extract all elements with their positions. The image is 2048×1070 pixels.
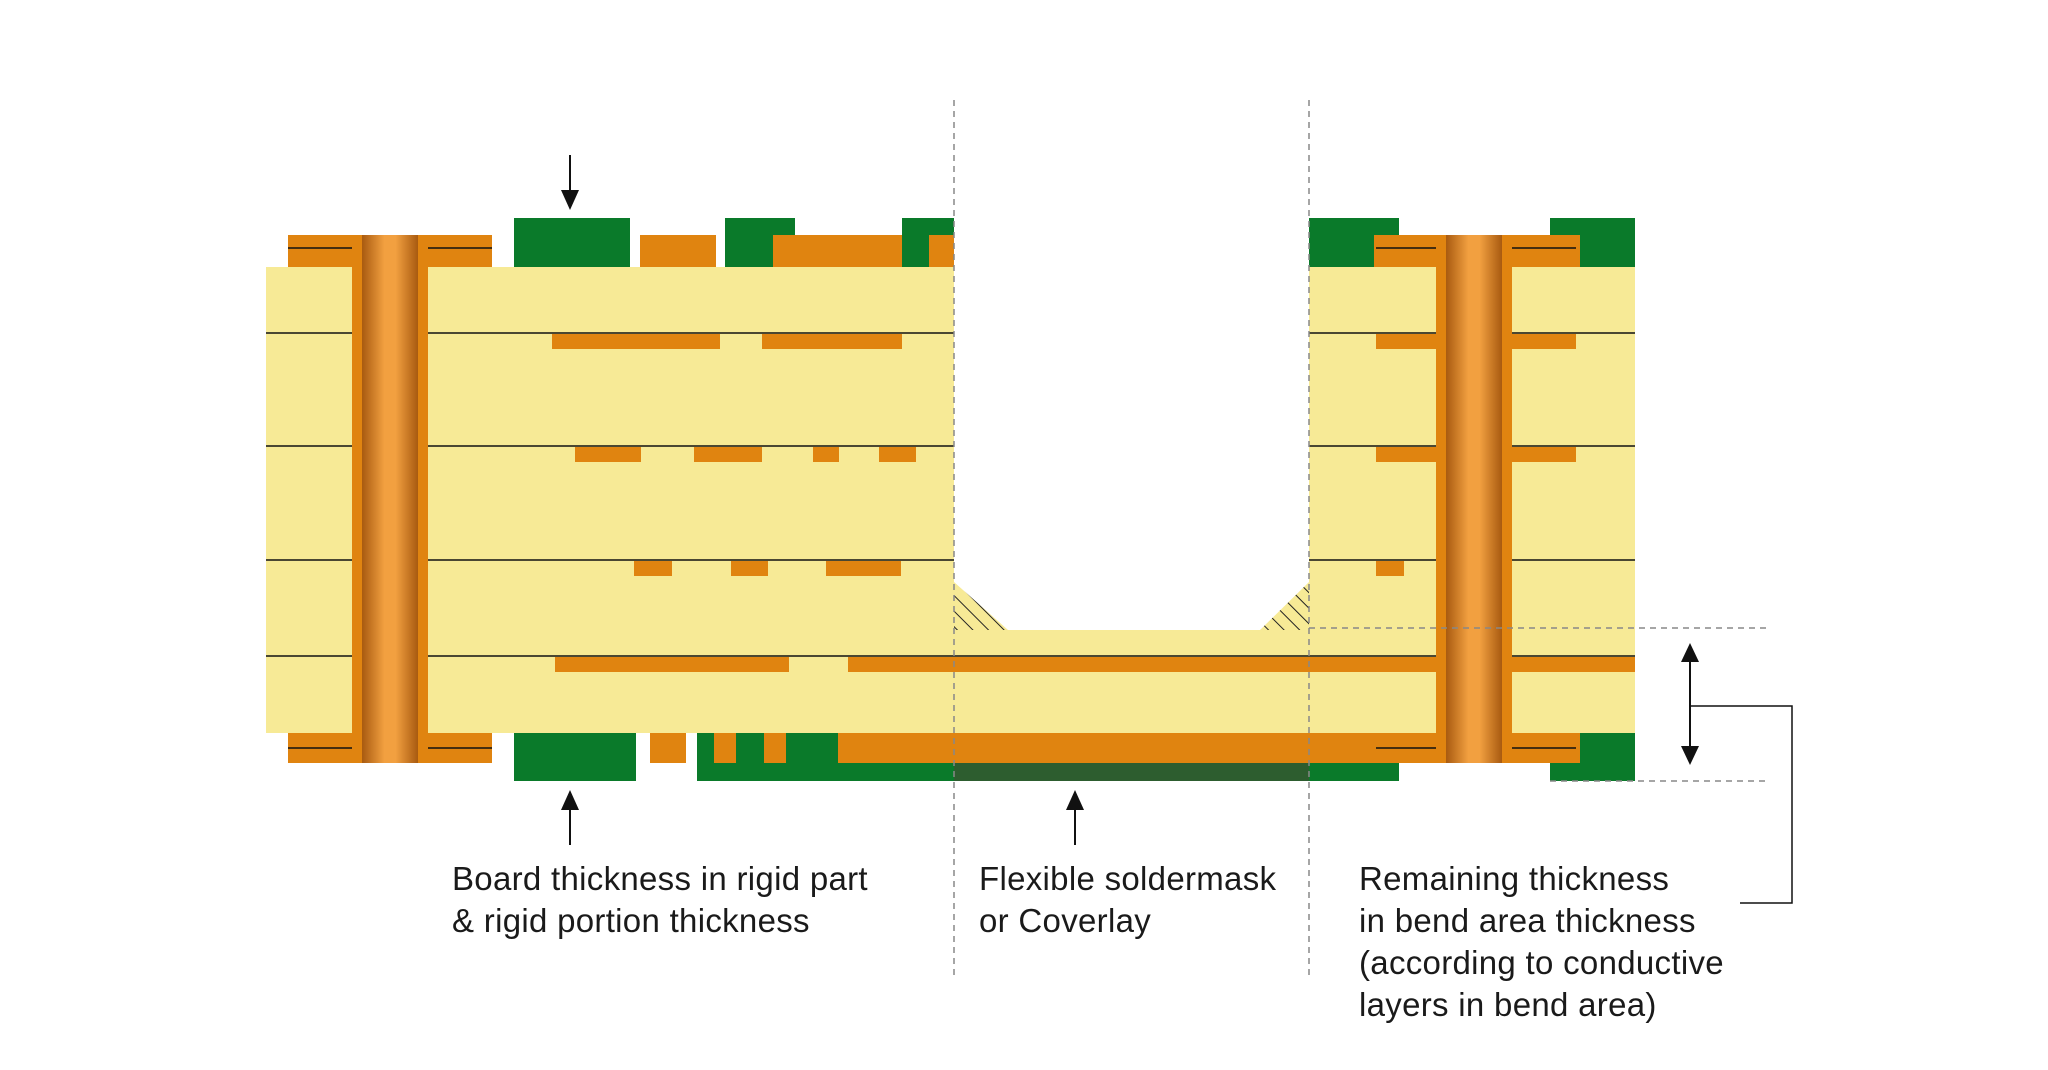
flex-soldermask-label-line1: Flexible soldermask <box>979 860 1277 897</box>
bottom-surface <box>288 733 1635 781</box>
flex-transition-left <box>954 582 1008 630</box>
rigid-thickness-arrow-top <box>561 155 579 210</box>
flex-soldermask-label: Flexible soldermask or Coverlay <box>979 858 1276 942</box>
bend-thickness-label-line1: Remaining thickness <box>1359 860 1670 897</box>
bend-thickness-label-line3: (according to conductive <box>1359 944 1724 981</box>
via-right <box>1376 235 1576 763</box>
rigid-thickness-label: Board thickness in rigid part & rigid po… <box>452 858 868 942</box>
coverlay-arrow <box>1066 790 1084 845</box>
bend-thickness-label-line4: layers in bend area) <box>1359 986 1657 1023</box>
rigid-thickness-label-line1: Board thickness in rigid part <box>452 860 868 897</box>
bend-thickness-double-arrow <box>1681 643 1793 904</box>
via-left <box>288 235 492 763</box>
guide-lines <box>953 100 1770 975</box>
flex-transition-right <box>1260 582 1309 630</box>
flex-soldermask-label-line2: or Coverlay <box>979 902 1152 939</box>
bend-thickness-label: Remaining thickness in bend area thickne… <box>1359 858 1724 1026</box>
flex-core <box>954 630 1309 733</box>
rigid-thickness-label-line2: & rigid portion thickness <box>452 902 810 939</box>
rigid-thickness-arrow-bottom <box>561 790 579 845</box>
bend-thickness-label-line2: in bend area thickness <box>1359 902 1696 939</box>
top-surface <box>288 218 1635 267</box>
flex-soldermask-coverlay <box>954 763 1309 781</box>
